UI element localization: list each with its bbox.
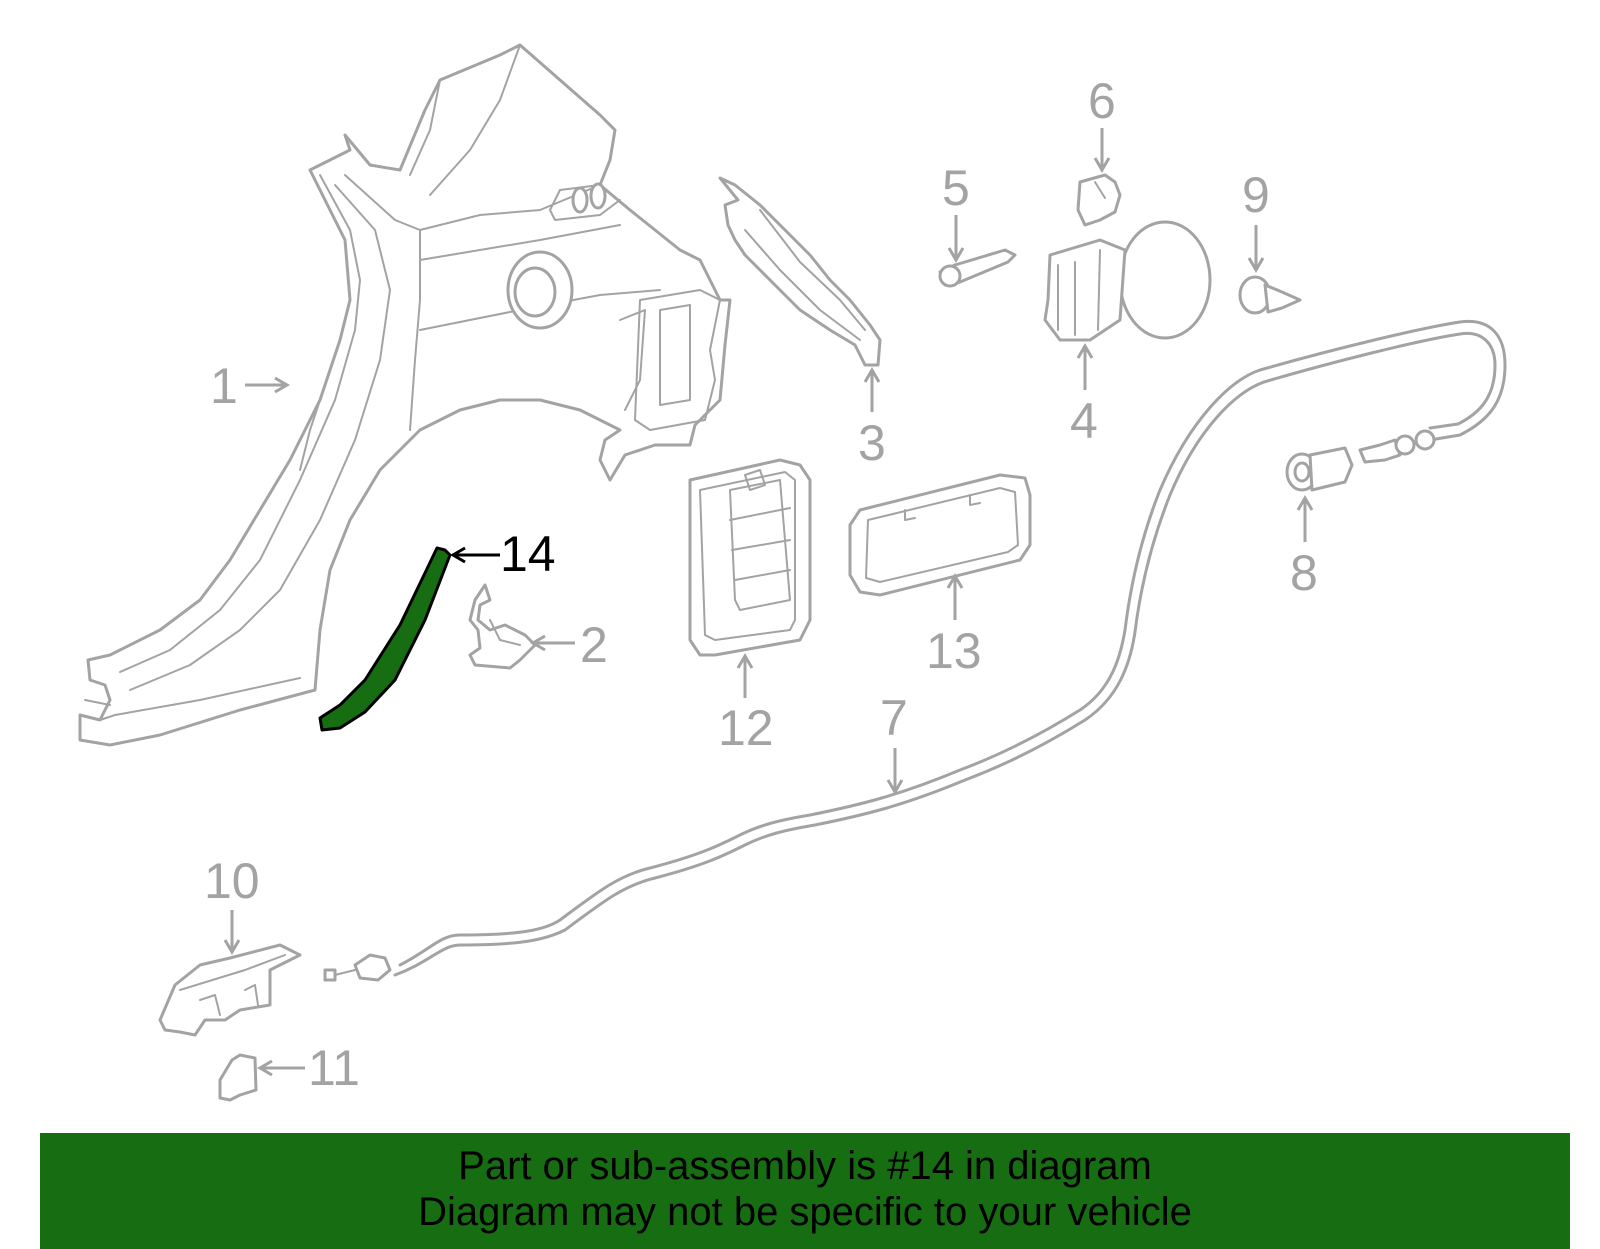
part-7-cable <box>323 319 1507 982</box>
callout-14: 14 <box>450 526 556 582</box>
callout-label-3: 3 <box>858 415 886 471</box>
callout-label-4: 4 <box>1070 393 1098 449</box>
callout-label-11: 11 <box>308 1040 360 1096</box>
callout-4: 4 <box>1070 343 1098 449</box>
part-11-clip <box>218 1053 258 1102</box>
part-12-housing <box>688 458 812 657</box>
callout-10: 10 <box>204 853 260 955</box>
parts-diagram: 1 2 3 4 5 6 7 8 9 10 11 12 <box>78 43 1507 1102</box>
callout-label-9: 9 <box>1242 167 1270 223</box>
part-10-handle <box>158 943 302 1037</box>
callout-label-10: 10 <box>204 853 260 909</box>
part-5-bolt <box>938 248 1017 288</box>
callout-5: 5 <box>942 160 970 263</box>
part-3-bracket <box>718 176 882 367</box>
callout-6: 6 <box>1088 73 1116 173</box>
part-14-highlighted <box>318 546 452 732</box>
callout-label-1: 1 <box>210 358 238 414</box>
callout-11: 11 <box>257 1040 360 1096</box>
callout-label-12: 12 <box>718 700 774 756</box>
callout-label-5: 5 <box>942 160 970 216</box>
info-banner: Part or sub-assembly is #14 in diagram D… <box>40 1133 1570 1249</box>
part-9-push-clip <box>1238 275 1302 315</box>
callout-label-2: 2 <box>580 617 608 673</box>
banner-line-2: Diagram may not be specific to your vehi… <box>418 1190 1192 1234</box>
callout-7: 7 <box>880 690 908 795</box>
callout-label-8: 8 <box>1290 545 1318 601</box>
callout-3: 3 <box>858 367 886 471</box>
callout-label-14: 14 <box>500 526 556 582</box>
callout-2: 2 <box>530 617 608 673</box>
part-6-clip <box>1076 173 1122 227</box>
callout-label-13: 13 <box>926 623 982 679</box>
part-8-grommet <box>1285 446 1354 492</box>
part-4-fuel-door <box>1043 220 1212 342</box>
callout-8: 8 <box>1290 495 1318 601</box>
callout-13: 13 <box>926 573 982 679</box>
part-13-seal <box>848 473 1032 597</box>
callout-1: 1 <box>210 358 290 414</box>
part-1-quarter-panel <box>78 43 732 747</box>
callout-label-6: 6 <box>1088 73 1116 129</box>
callout-12: 12 <box>718 653 774 756</box>
part-2-bracket <box>468 583 537 670</box>
banner-line-1: Part or sub-assembly is #14 in diagram <box>458 1144 1152 1188</box>
callout-label-7: 7 <box>880 690 908 746</box>
callout-9: 9 <box>1242 167 1270 273</box>
